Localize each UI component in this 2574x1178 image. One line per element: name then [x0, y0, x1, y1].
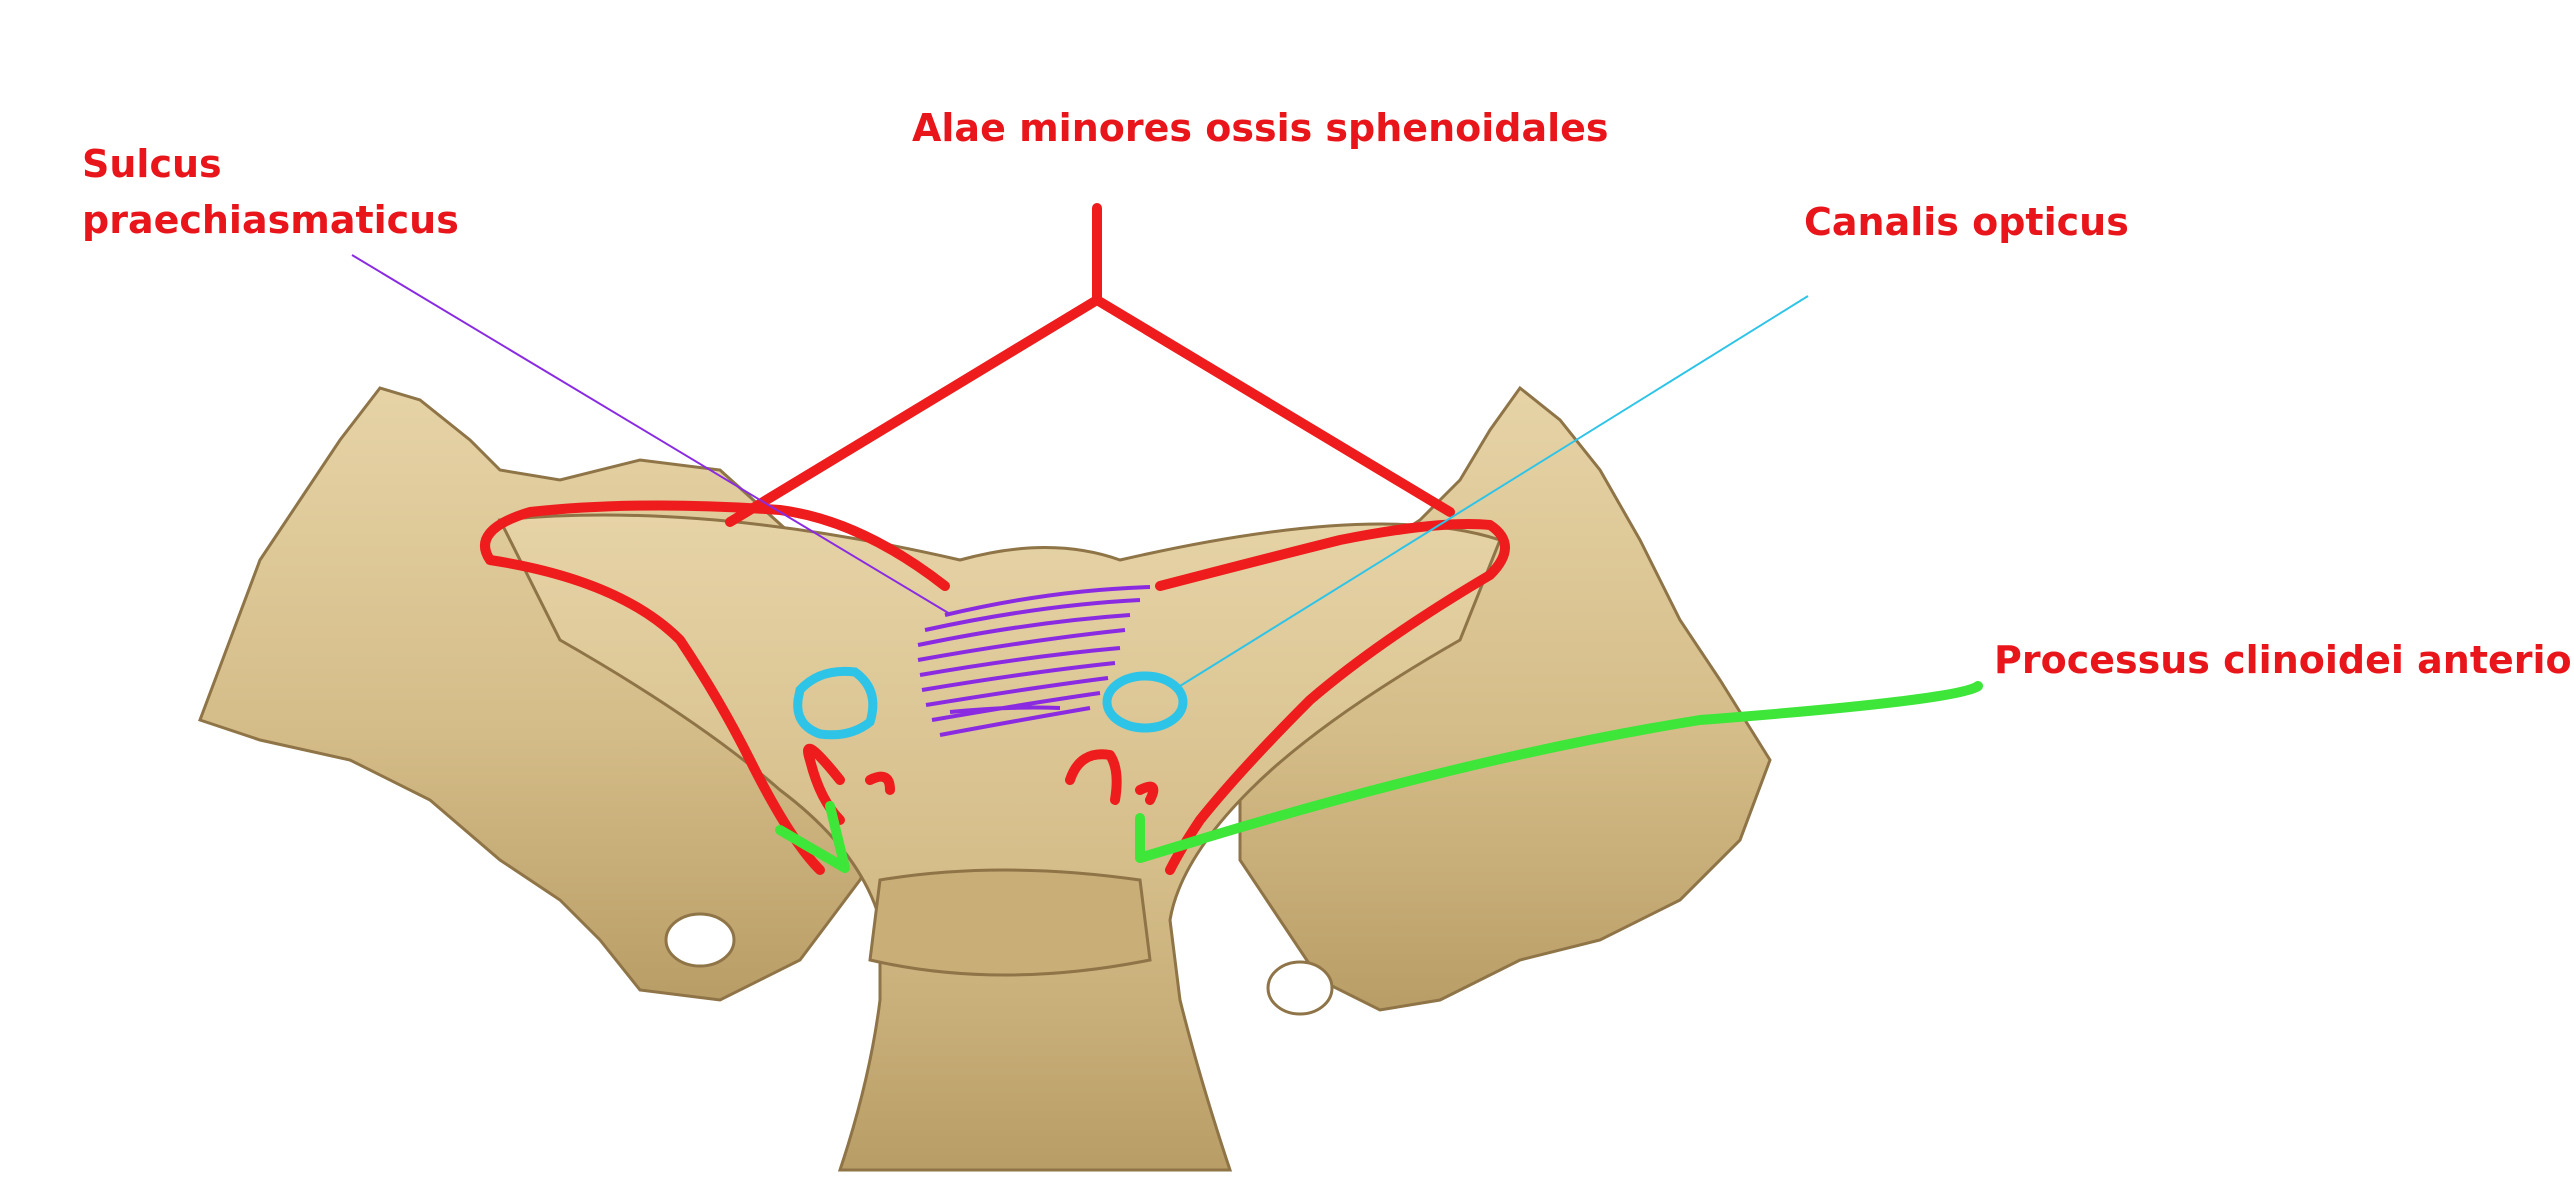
right-foramen	[1266, 960, 1334, 1016]
left-foramen	[664, 912, 736, 968]
label-sulcus-praechiasmaticus: Sulcus praechiasmaticus	[82, 136, 459, 248]
label-alae-minores: Alae minores ossis sphenoidales	[912, 106, 1609, 150]
processus-leader-line	[1135, 681, 1983, 863]
canalis-marker	[793, 295, 1809, 740]
sulcus-leader-line	[351, 254, 951, 615]
sulcus-scribble	[917, 585, 1151, 737]
right-clinoid-outline	[1065, 749, 1159, 805]
left-lesser-wing-outline	[480, 500, 950, 875]
right-lesser-wing-outline	[1155, 519, 1510, 875]
label-sulcus-line1: Sulcus	[82, 142, 222, 186]
left-clinoid-arrow	[775, 801, 850, 873]
dorsum-sellae	[868, 868, 1152, 977]
right-optic-canal-ring	[1102, 671, 1188, 733]
processus-marker	[775, 681, 1983, 873]
alae-bracket	[725, 203, 1455, 527]
bone-shape	[198, 385, 1772, 1172]
left-optic-canal-ring	[793, 666, 878, 740]
canalis-leader-line	[1179, 295, 1809, 687]
alae-minores-marker	[480, 203, 1510, 875]
label-canalis-opticus: Canalis opticus	[1804, 200, 2129, 244]
label-processus-clinoidei: Processus clinoidei anteriores	[1994, 638, 2574, 682]
sulcus-marker	[351, 254, 1151, 737]
right-clinoid-arrowhead	[1135, 813, 1205, 863]
label-sulcus-line2: praechiasmaticus	[82, 198, 459, 242]
